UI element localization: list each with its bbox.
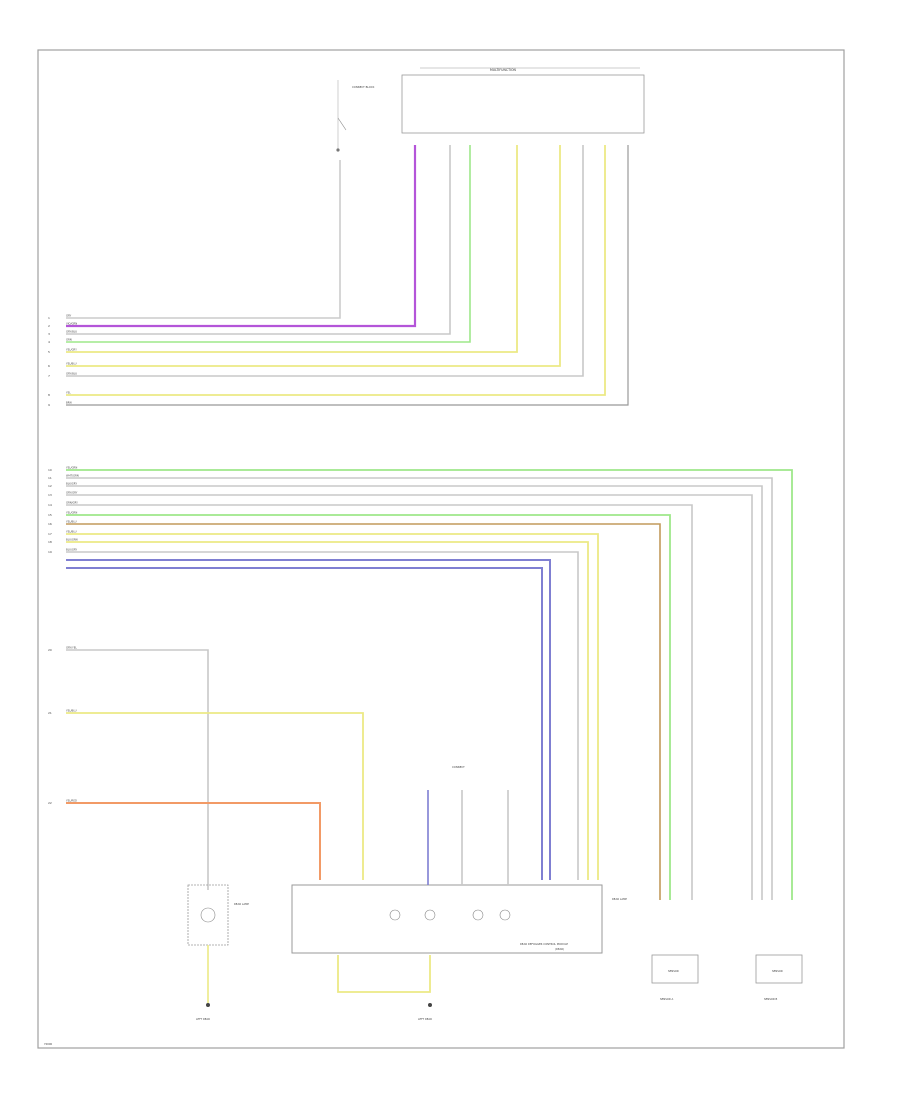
lower-wire-pin: 11: [48, 476, 52, 480]
lower-wire-label: WHT/GRN: [66, 474, 79, 478]
top-connector-module: MULTIFUNCTION CONNECT BLOCK: [336, 67, 645, 152]
right-side-label: REAR LAMP: [612, 897, 627, 901]
side-wire-pin: 20: [48, 648, 52, 652]
top-wire-group: [66, 145, 629, 406]
harness-wire-pin: 3: [48, 332, 50, 336]
rear-defogger-module: REAR DEFOGGER CONTROL MODULE (REAR): [291, 884, 603, 993]
lower-wire-pin: 18: [48, 540, 52, 544]
top-module-label: MULTIFUNCTION: [490, 68, 516, 72]
side-wire-pin: 21: [48, 711, 52, 715]
module-feed-wires: CONNECT: [427, 765, 509, 885]
lower-wire-pin: 10: [48, 468, 52, 472]
lower-wire-pin: 19: [48, 550, 52, 554]
top-splice-label: CONNECT BLOCK: [352, 85, 375, 89]
lower-wire-pin: 16: [48, 522, 52, 526]
sensor2-label: SENSOR: [772, 969, 783, 973]
lower-wire-label: BLK/GRY: [66, 482, 77, 486]
harness-wire-pin: 8: [48, 393, 50, 397]
side-wire-label: GRY/YEL: [66, 646, 77, 650]
lower-wire-label: YEL/BLU: [66, 530, 77, 534]
sensor1-label: SENSOR: [668, 969, 679, 973]
rear-lamp-component: REAR LAMP LEFT REAR LEFT REAR: [187, 884, 432, 1021]
side-pin-labels: 20 GRY/YEL 21 YEL/BLU 22 YEL/RED: [48, 646, 77, 806]
lower-wire-label: YEL/GRN: [66, 511, 77, 515]
lower-wire-label: BLU/GRN: [66, 538, 78, 542]
lower-wire-pin: 14: [48, 503, 52, 507]
harness-wire-pin: 1: [48, 316, 50, 320]
left-component-label: REAR LAMP: [234, 902, 249, 906]
center-ground-label: CONNECT: [452, 765, 465, 769]
harness-wire-label: GRN: [66, 338, 72, 342]
harness-wire-pin: 2: [48, 324, 50, 328]
diagram-frame: [37, 49, 845, 1049]
harness-wire-label: VIO/GRN: [66, 322, 77, 326]
harness-wire-label: YEL/GRY: [66, 348, 77, 352]
lower-wire-pin: 13: [48, 493, 52, 497]
lower-wire-label: GRY/GRY: [66, 491, 78, 495]
side-wire-label: YEL/RED: [66, 799, 77, 803]
lower-wire-pin: 12: [48, 484, 52, 488]
harness-wire-pin: 7: [48, 374, 50, 378]
harness-wire-label: YEL/BLU: [66, 362, 77, 366]
harness-wire-pin: 6: [48, 364, 50, 368]
ground-left-label: LEFT REAR: [196, 1017, 210, 1021]
sensor-b: SENSOR SENSOR B: [755, 954, 803, 1001]
harness-wire-label: GRY/BLU: [66, 330, 77, 334]
lower-wire-pin: 17: [48, 532, 52, 536]
sensor-a: SENSOR SENSOR A: [651, 954, 699, 1001]
side-wire-group: [66, 649, 364, 890]
lower-module-label: REAR DEFOGGER CONTROL MODULE: [520, 942, 568, 946]
lower-wire-label: YEL/GRN: [66, 466, 77, 470]
ground-center-label: LEFT REAR: [418, 1017, 432, 1021]
lower-wire-group: [66, 469, 793, 900]
sensor2-sub: SENSOR B: [764, 997, 778, 1001]
harness-wire-label: GRY/BLU: [66, 372, 77, 376]
lower-wire-label: BLU/GRY: [66, 548, 78, 552]
harness-wire-label: BRN: [66, 401, 72, 405]
side-wire-label: YEL/BLU: [66, 709, 77, 713]
harness-wire-pin: 9: [48, 403, 50, 407]
lower-module-sub: (REAR): [555, 947, 564, 951]
page-code: Y0000: [44, 1042, 53, 1046]
lower-wire-label: GRN/GRY: [66, 501, 78, 505]
harness-wire-pin: 4: [48, 340, 50, 344]
harness-wire-pin: 5: [48, 350, 50, 354]
lower-wire-pin: 15: [48, 513, 52, 517]
side-wire-pin: 22: [48, 801, 52, 805]
harness-wire-label: GRY: [66, 314, 72, 318]
lower-wire-label: YEL/BLU: [66, 520, 77, 524]
sensor1-sub: SENSOR A: [660, 997, 674, 1001]
harness-wire-label: YEL: [66, 391, 71, 395]
